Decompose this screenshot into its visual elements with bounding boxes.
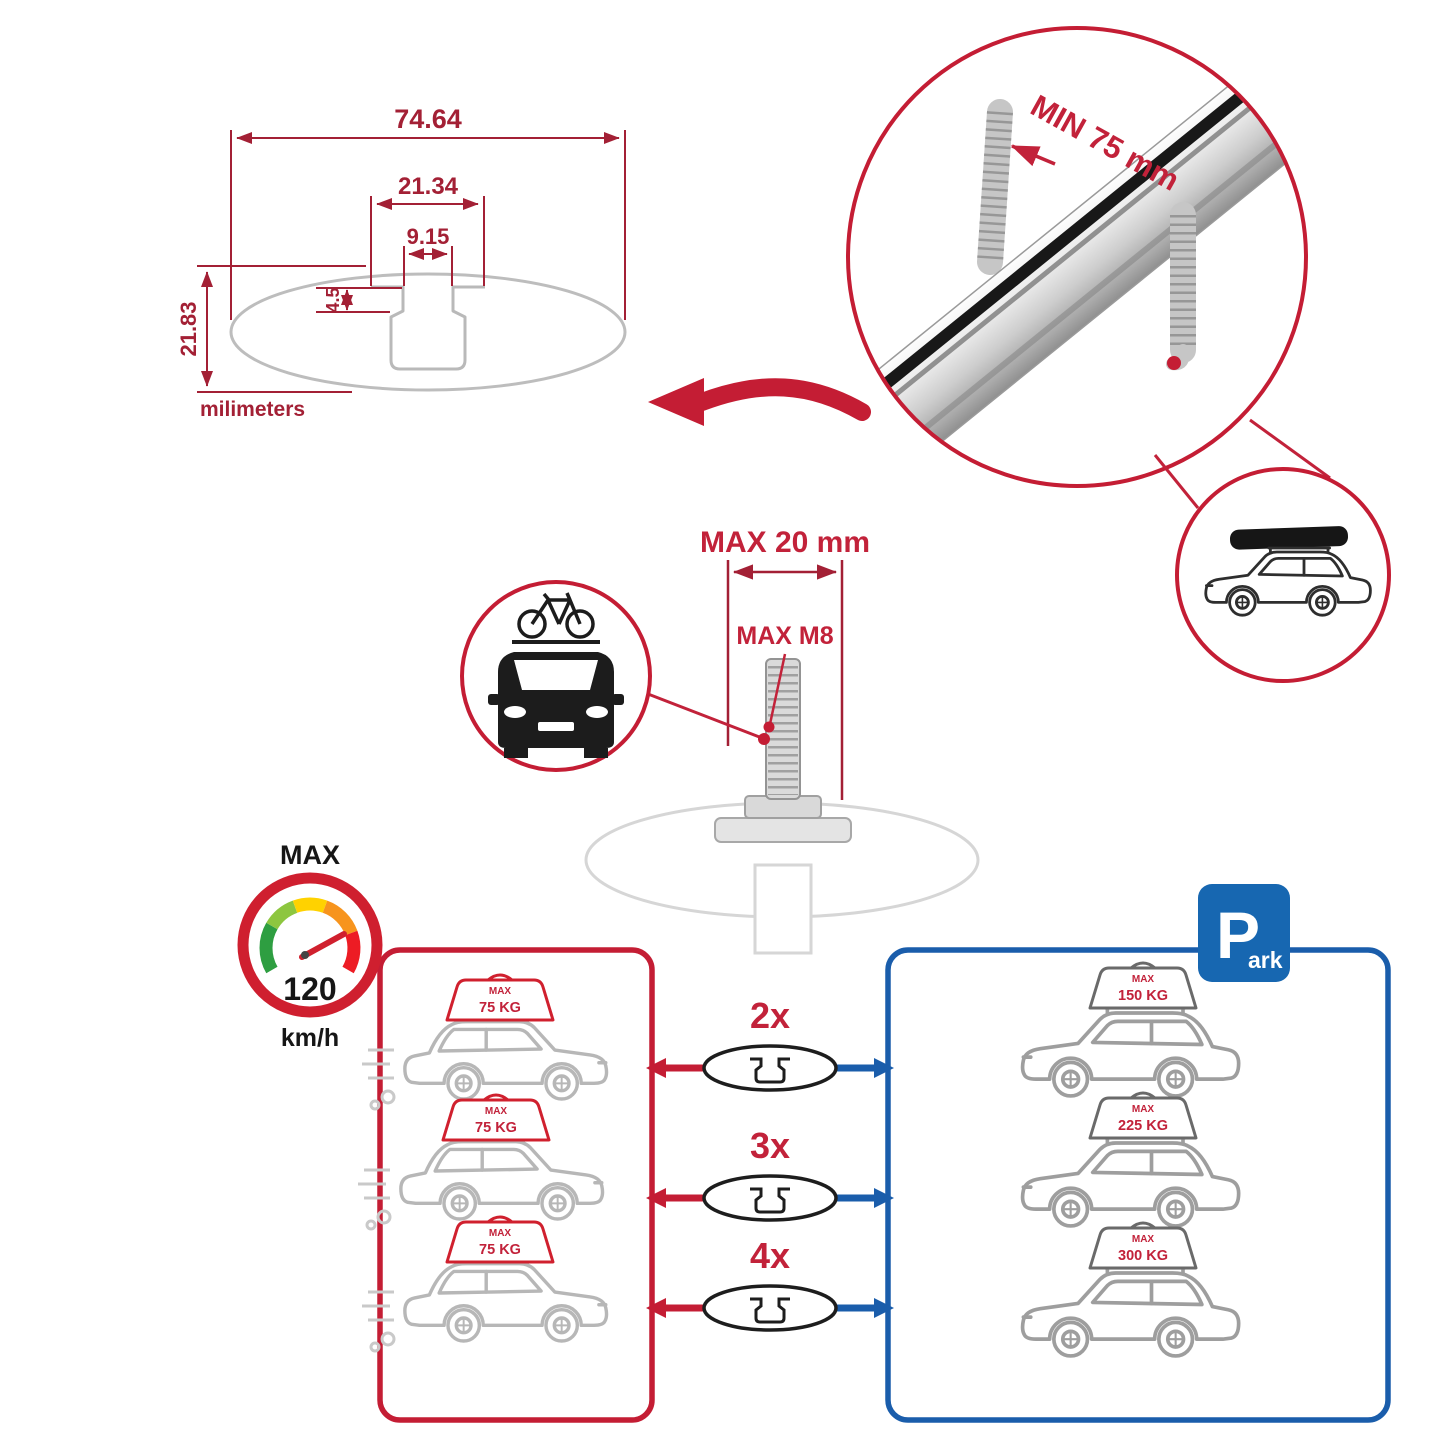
bar-count-row-1: 2x	[646, 995, 894, 1092]
total-height-label: 21.83	[176, 301, 201, 356]
driving-car-3: MAX 75 KG	[362, 1215, 609, 1353]
load-max-label: MAX	[489, 1228, 512, 1239]
crossbar-zoom: MIN 75 mm	[648, 26, 1391, 683]
big-arrow-head	[648, 378, 704, 426]
gauge-arc	[259, 897, 361, 974]
load-max-label: MAX	[1132, 1234, 1155, 1245]
count-label: 4x	[750, 1235, 790, 1276]
arrow-right-blue	[874, 1058, 894, 1078]
load-max-label: MAX	[1132, 1104, 1155, 1115]
bolt-pointer-dot	[758, 733, 770, 745]
min-clamp-arrow	[1010, 144, 1056, 167]
crossbar-section-icon	[702, 1174, 838, 1222]
bolt-diagram: MAX 20 mm MAX M8	[460, 526, 980, 955]
count-label: 3x	[750, 1125, 790, 1166]
car-front-icon	[488, 652, 624, 758]
connector-line-2	[1153, 454, 1200, 509]
extension-lines	[197, 130, 626, 393]
load-value-label: 75 KG	[475, 1120, 517, 1136]
driving-car-1: MAX 75 KG	[362, 973, 609, 1111]
thread-pointer-dot	[763, 721, 775, 733]
arrow-right-blue	[874, 1298, 894, 1318]
parking-letter: P	[1216, 898, 1260, 972]
thread-pointer-line	[768, 653, 787, 725]
speed-unit: km/h	[281, 1024, 339, 1052]
slot-width-label: 9.15	[407, 224, 450, 249]
load-value-label: 75 KG	[479, 1000, 521, 1016]
load-max-label: MAX	[489, 986, 512, 997]
zoom-circle-outline	[846, 26, 1308, 488]
parking-car-3: MAX 300 KG	[1020, 1221, 1241, 1358]
clamp-strap-right	[1166, 202, 1196, 371]
clamp-pointer-dot	[1167, 356, 1181, 370]
crossbar-section-icon	[702, 1044, 838, 1092]
parking-sign: P ark	[1198, 884, 1290, 982]
roofbox-suv-circle	[1175, 467, 1391, 683]
arrow-right-blue	[874, 1188, 894, 1208]
arrow-left-red	[646, 1188, 666, 1208]
crossbar-end-cap	[848, 426, 872, 486]
count-label: 2x	[750, 995, 790, 1036]
max-length-label: MAX 20 mm	[700, 526, 870, 559]
parking-car-2: MAX 225 KG	[1020, 1091, 1241, 1228]
load-value-label: 150 KG	[1118, 988, 1168, 1004]
max-thread-label: MAX M8	[736, 622, 833, 650]
speed-value: 120	[283, 971, 336, 1007]
bar-count-row-2: 3x	[646, 1125, 894, 1222]
bar-count-row-3: 4x	[646, 1235, 894, 1332]
crossbar-section-icon	[702, 1284, 838, 1332]
slot-depth-label: 4.5	[323, 287, 343, 312]
load-value-label: 75 KG	[479, 1242, 521, 1258]
speedometer: MAX 120 km/h	[237, 840, 383, 1052]
t-nut-plate	[714, 817, 852, 843]
total-width-label: 74.64	[394, 104, 462, 134]
arrow-left-red	[646, 1298, 666, 1318]
channel-width-label: 21.34	[398, 173, 459, 200]
comparison-section: MAX 120 km/h MAX 75 KG	[237, 840, 1391, 1423]
parking-suffix: ark	[1248, 947, 1283, 973]
bicycle-icon	[512, 592, 600, 644]
load-value-label: 300 KG	[1118, 1248, 1168, 1264]
profile-ellipse	[229, 272, 627, 392]
profile-t-slot	[371, 285, 485, 371]
bolt-extension-lines	[726, 560, 844, 800]
big-arrow-left	[693, 378, 871, 421]
driving-car-2: MAX 75 KG	[358, 1093, 605, 1231]
bike-car-circle	[460, 580, 770, 772]
connector-line-1	[1249, 418, 1331, 480]
load-value-label: 225 KG	[1118, 1118, 1168, 1134]
load-max-label: MAX	[1132, 974, 1155, 985]
speed-max-label: MAX	[280, 840, 340, 870]
clamp-strap-left	[977, 99, 1013, 275]
circle-to-bolt-line	[647, 692, 763, 740]
units-label: milimeters	[200, 398, 305, 421]
profile-dimension-drawing: 74.64 21.34 9.15 4.5 21.83 milimeters	[176, 104, 627, 421]
load-max-label: MAX	[485, 1106, 508, 1117]
crossbar	[848, 41, 1306, 486]
gauge-needle	[299, 931, 347, 960]
parking-car-1: MAX 150 KG	[1020, 961, 1241, 1098]
roof-box	[1229, 526, 1349, 550]
clamp-foot	[753, 863, 813, 955]
arrow-left-red	[646, 1058, 666, 1078]
